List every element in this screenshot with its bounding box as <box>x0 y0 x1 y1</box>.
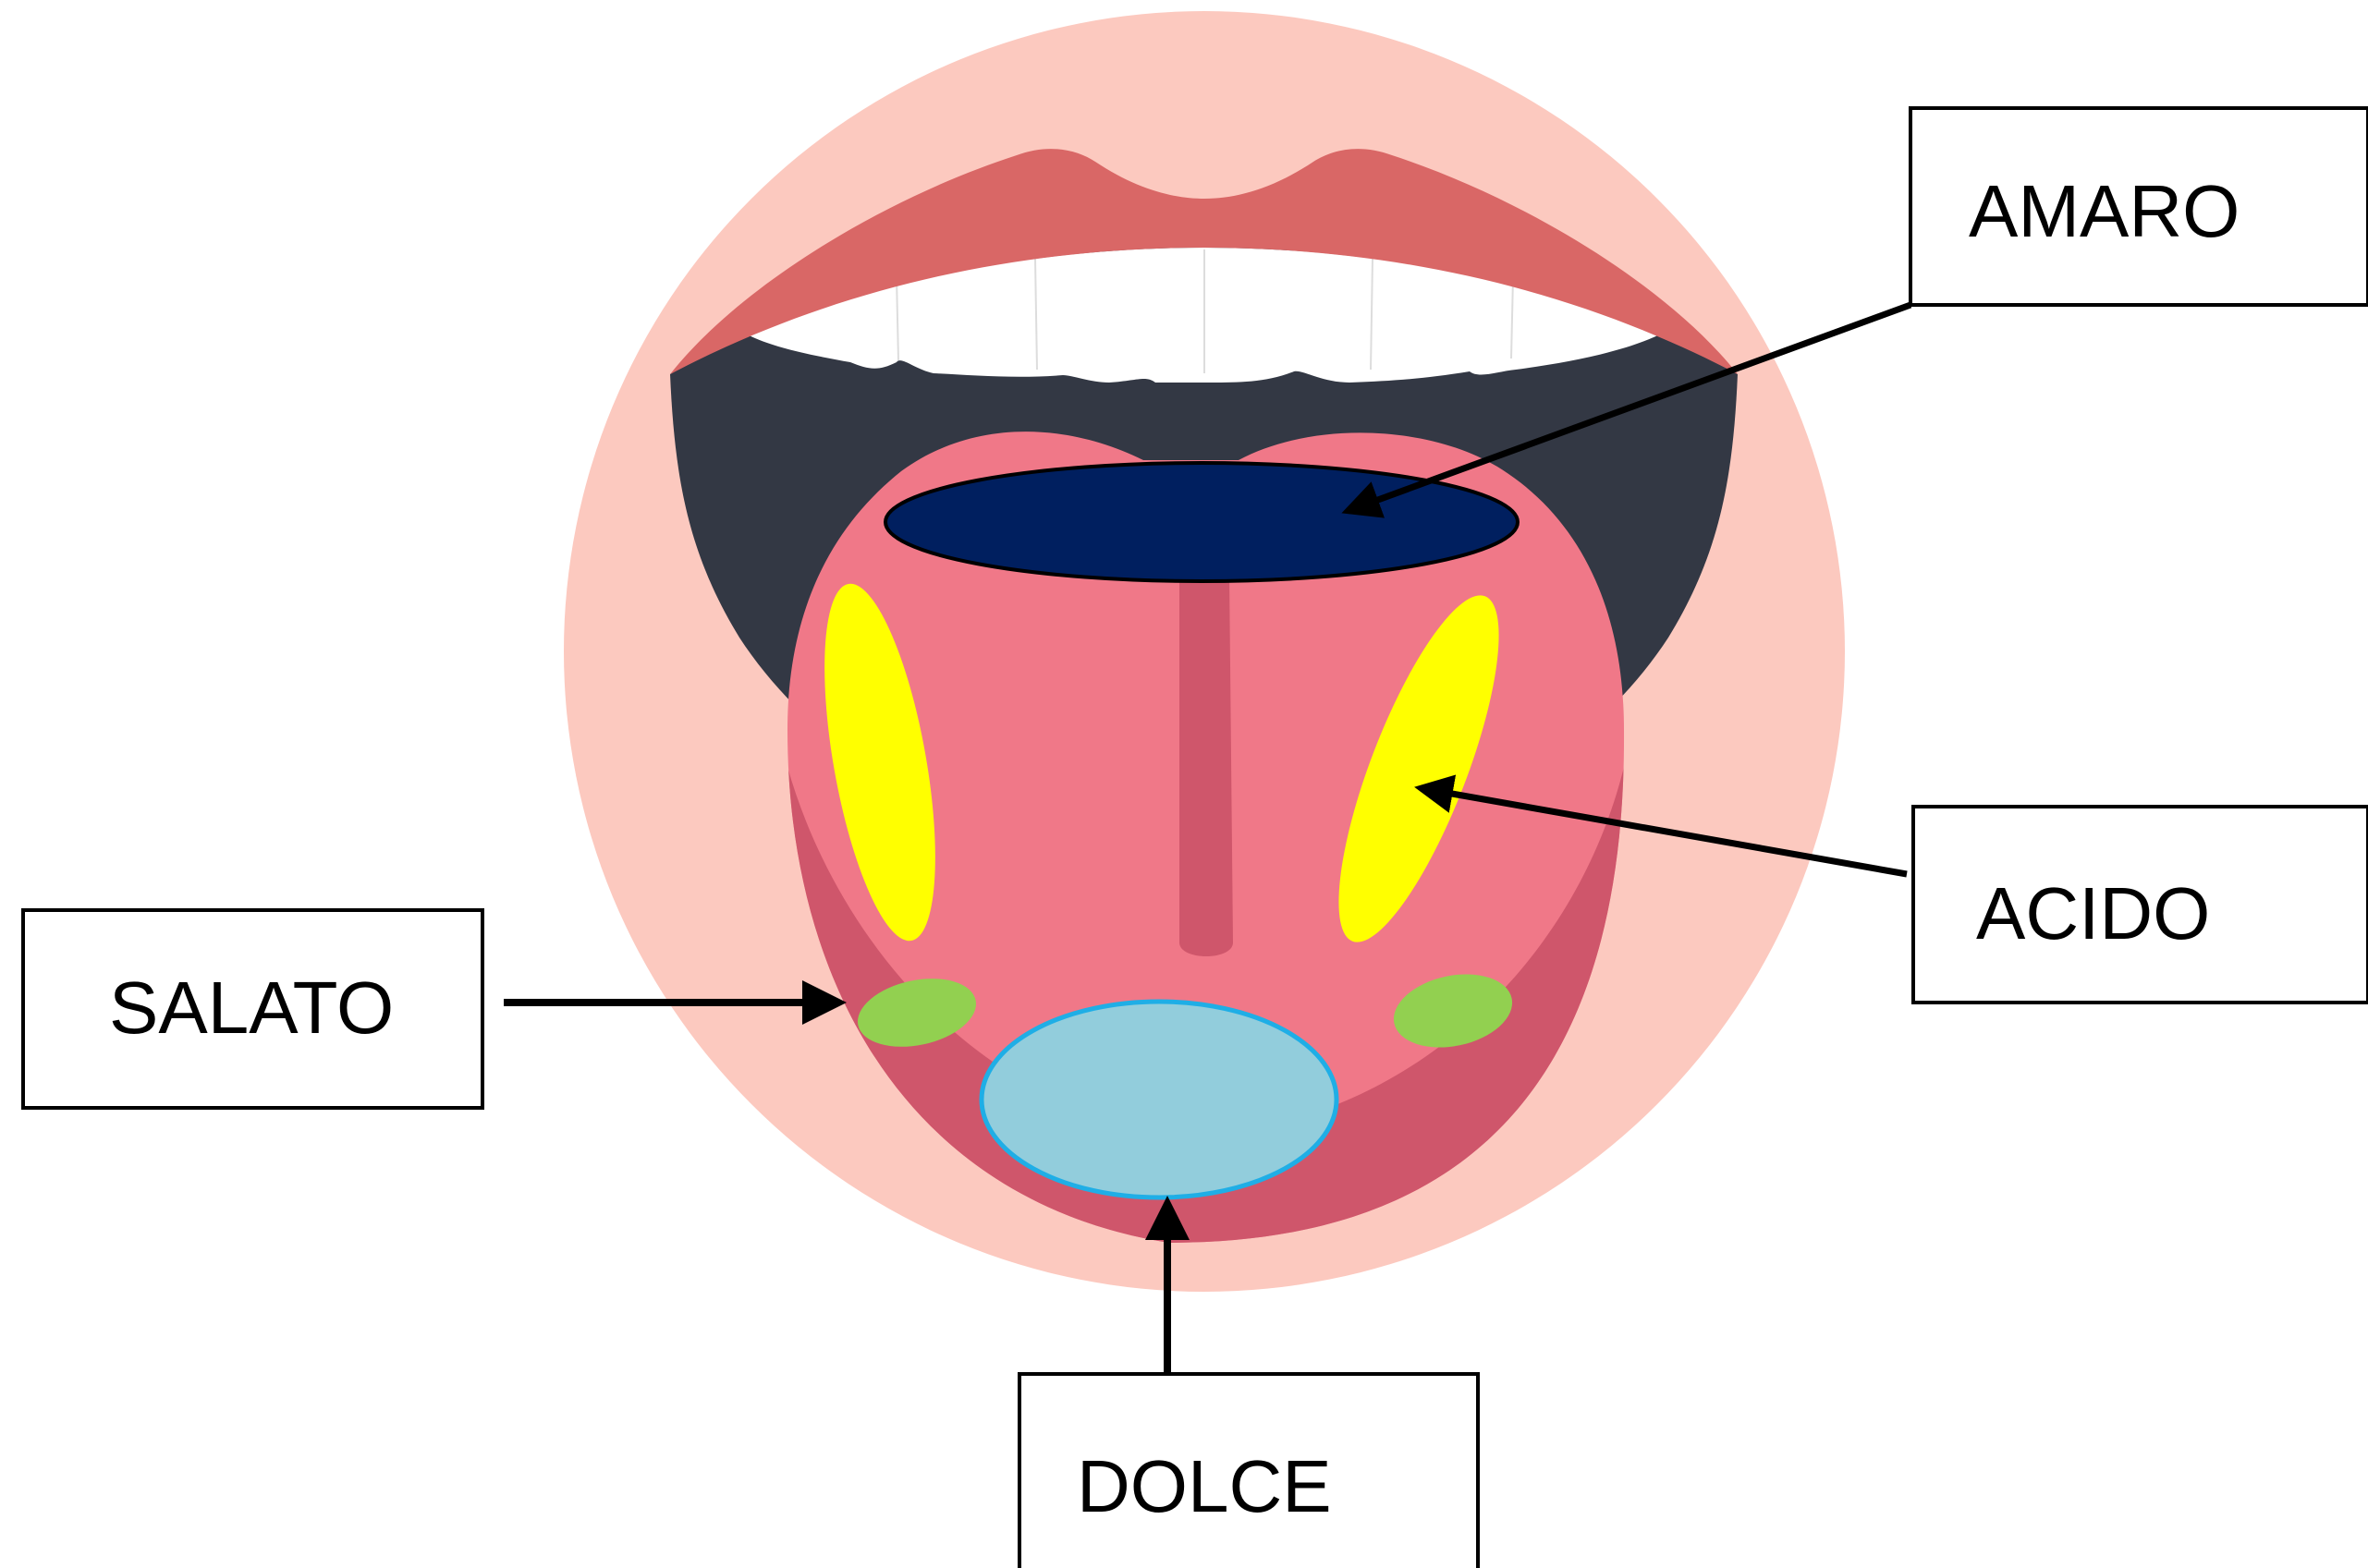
sweet-zone <box>982 1002 1337 1197</box>
label-box-acido: ACIDO <box>1913 807 2368 1003</box>
tongue-midline <box>1179 573 1233 956</box>
label-amaro: AMARO <box>1969 170 2240 252</box>
label-dolce: DOLCE <box>1077 1445 1332 1527</box>
label-box-salato: SALATO <box>23 910 482 1108</box>
label-box-amaro: AMARO <box>1910 108 2368 305</box>
label-salato: SALATO <box>109 966 394 1049</box>
label-acido: ACIDO <box>1976 872 2210 954</box>
label-box-dolce: DOLCE <box>1019 1374 1478 1568</box>
